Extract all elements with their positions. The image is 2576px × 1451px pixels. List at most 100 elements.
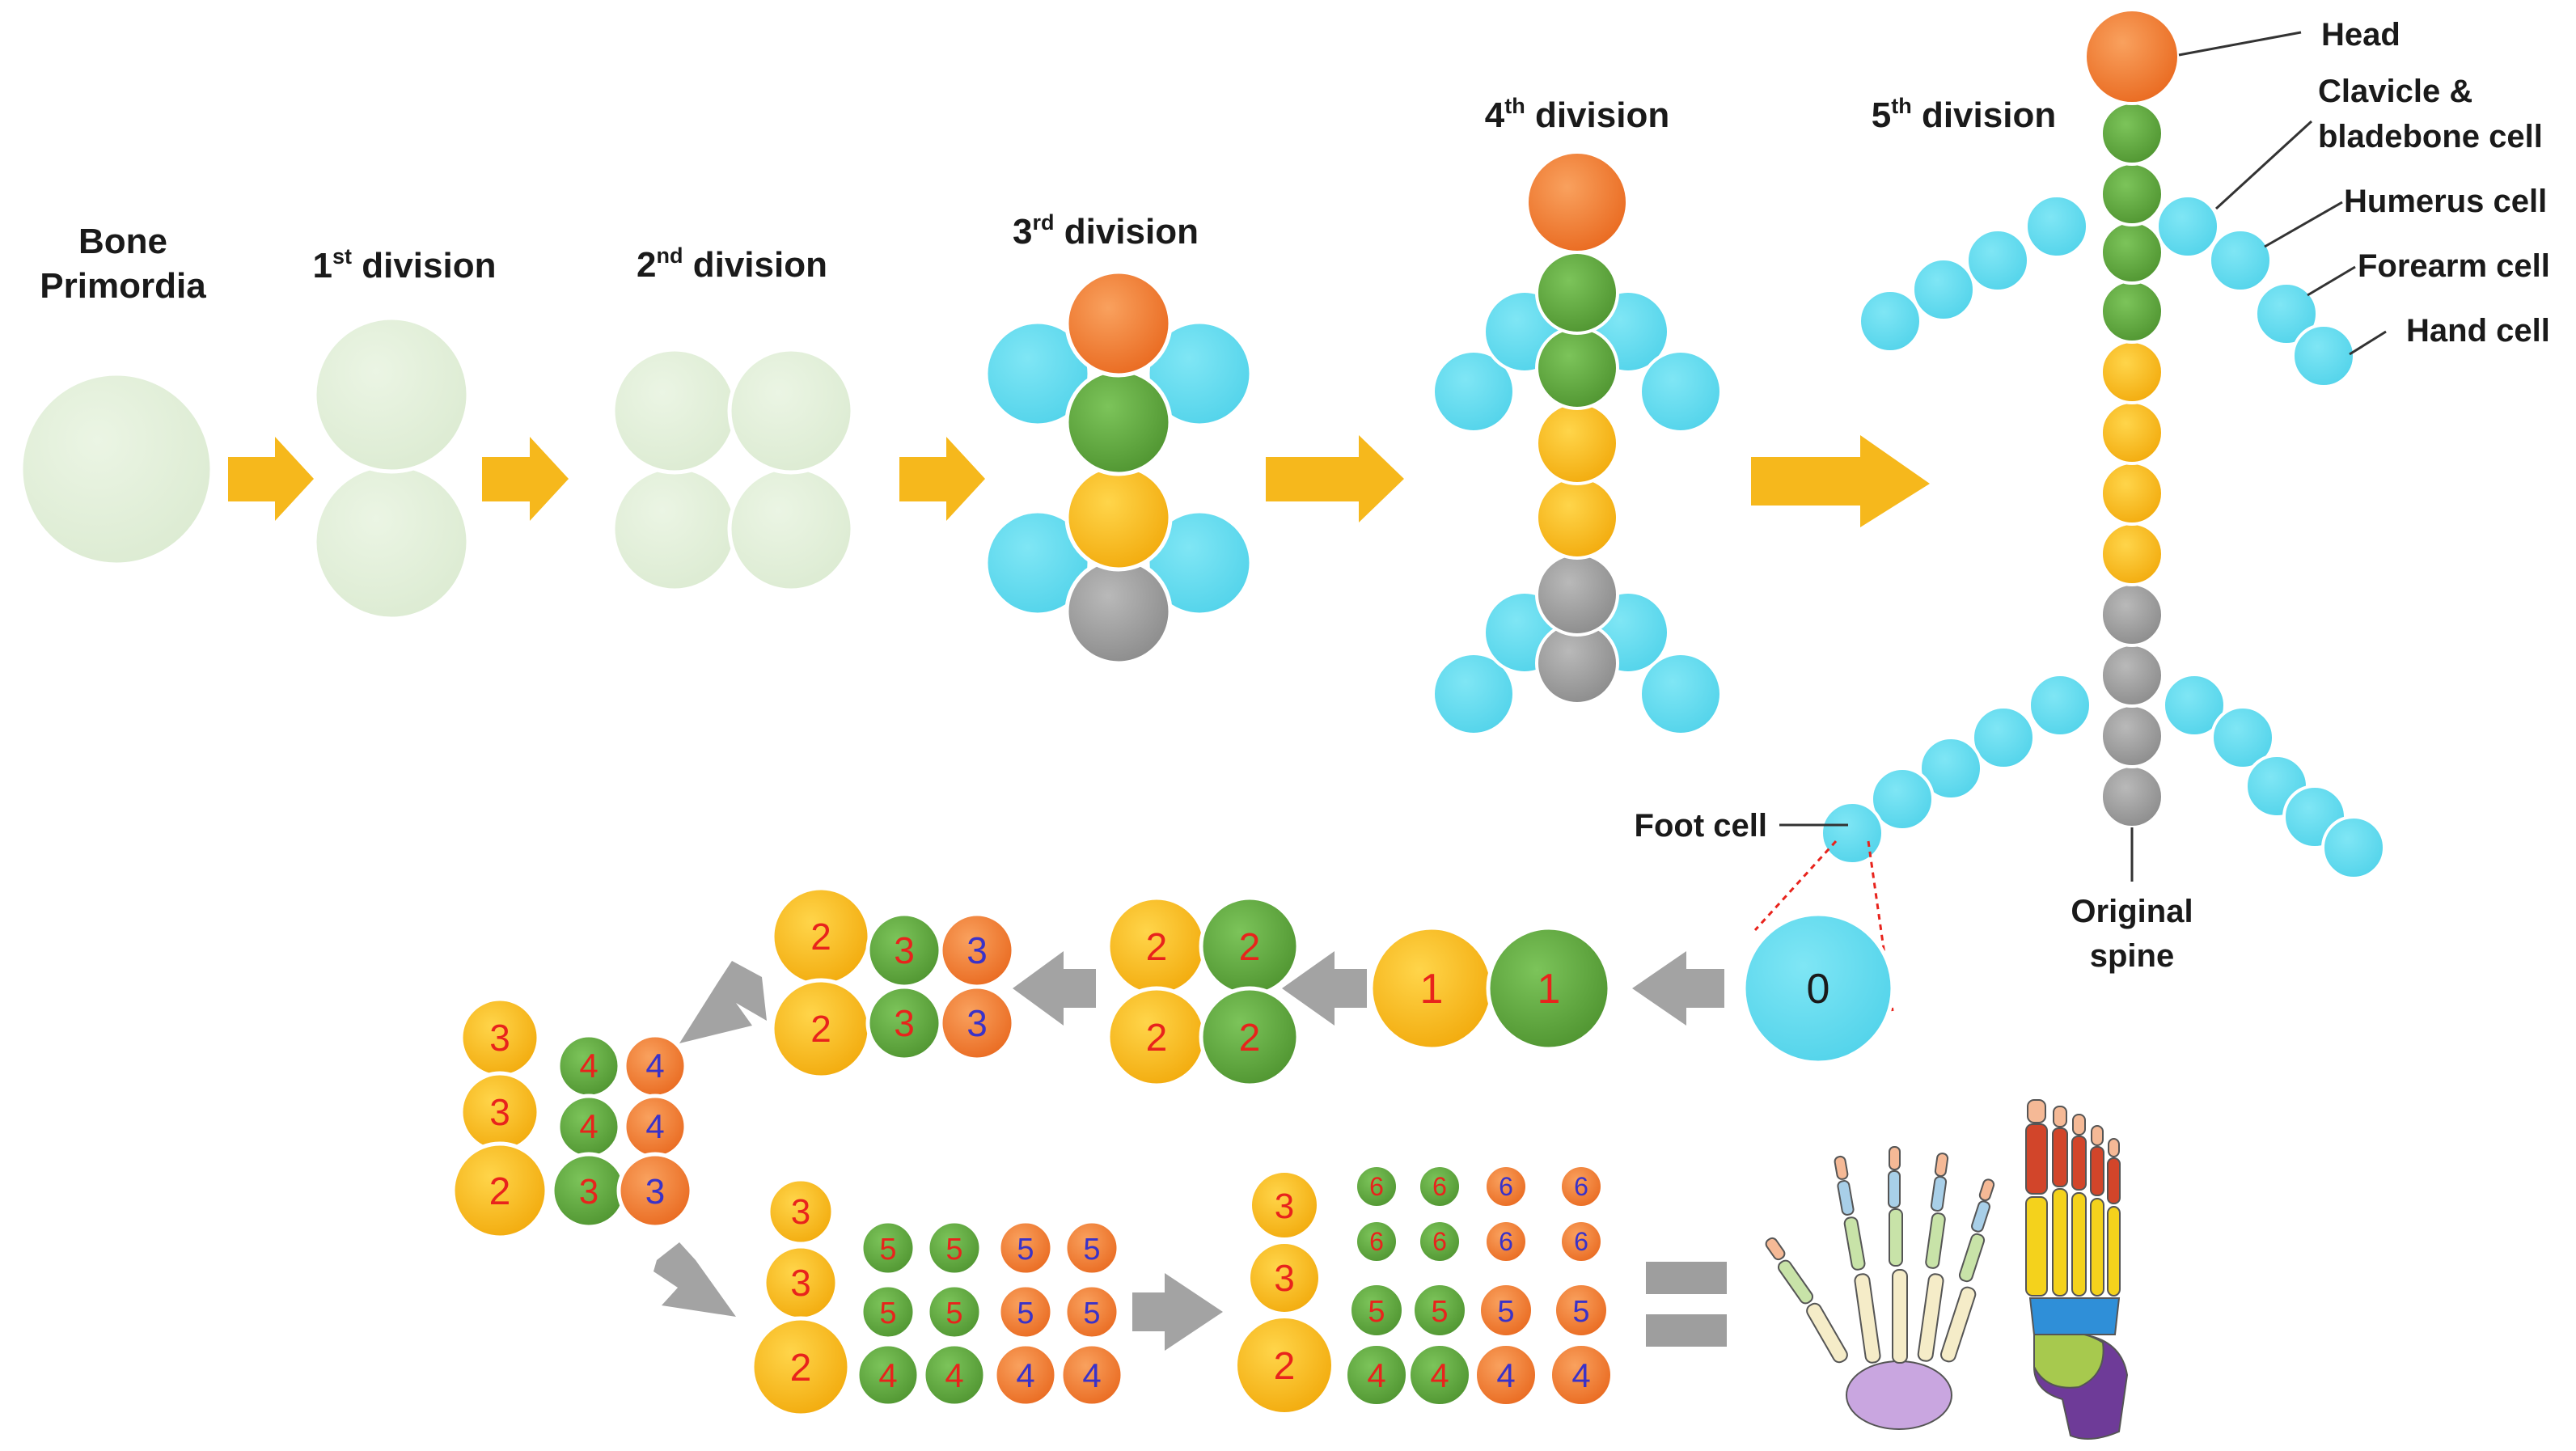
orange-cell xyxy=(1483,1219,1529,1264)
spine-label-line2: spine xyxy=(2090,938,2174,974)
cyan-cell-hand xyxy=(2291,324,2356,388)
yellow-cell xyxy=(2100,400,2164,465)
cell-number: 6 xyxy=(1574,1227,1588,1256)
orange-head-cell xyxy=(2083,8,2181,105)
cell xyxy=(611,465,738,593)
third-division-cells xyxy=(983,269,1254,666)
cell-number: 3 xyxy=(1274,1257,1295,1299)
distal-phalanges xyxy=(1765,1146,1995,1261)
equals-icon xyxy=(1646,1262,1727,1347)
orange-cell xyxy=(1063,1283,1121,1341)
arrow-left-icon xyxy=(1282,951,1367,1026)
orange-cell xyxy=(1059,1342,1125,1408)
third-division-label: 3rd division xyxy=(1013,210,1199,252)
yellow-cell xyxy=(450,1141,549,1240)
bone-primordia-label-line1: Bone xyxy=(78,222,167,261)
fifth-division-label: 5th division xyxy=(1872,94,2056,135)
cell-number: 2 xyxy=(1146,1017,1168,1060)
cell-number: 4 xyxy=(1496,1356,1515,1394)
cell-number: 1 xyxy=(1538,966,1561,1013)
cell-number: 2 xyxy=(1146,926,1168,969)
step5-numbers: 3 5 5 5 5 3 5 5 5 5 2 4 4 4 4 xyxy=(790,1192,1102,1394)
yellow-cell xyxy=(2100,522,2164,586)
arrow-right-icon xyxy=(482,437,569,521)
orange-cell xyxy=(1063,1219,1121,1277)
cell-number: 5 xyxy=(1431,1295,1448,1329)
cyan-cell xyxy=(1741,912,1895,1065)
cyan-cell-foot xyxy=(1820,801,1884,865)
forearm-label: Forearm cell xyxy=(2358,248,2550,284)
middle-phalanges xyxy=(1837,1170,1990,1233)
green-cell xyxy=(2100,162,2164,226)
green-cell xyxy=(1535,326,1619,410)
green-cell xyxy=(921,1342,988,1408)
clavicle-leader-line xyxy=(2214,120,2313,210)
yellow-cell xyxy=(1234,1315,1335,1415)
cyan-cell xyxy=(983,319,1092,428)
gray-arrows xyxy=(654,951,1724,1351)
orange-cell xyxy=(992,1342,1059,1408)
cyan-cell xyxy=(1911,257,1976,322)
orange-cell xyxy=(1559,1164,1604,1209)
step3-numbers: 2 3 3 2 3 3 xyxy=(810,916,988,1050)
second-division-cells xyxy=(611,347,855,593)
yellow-cell xyxy=(1064,463,1173,572)
cyan-cell xyxy=(1432,349,1516,434)
cell-number: 3 xyxy=(1275,1187,1294,1226)
toe-phalanges xyxy=(2025,1123,2121,1204)
cell-number: 4 xyxy=(945,1356,963,1394)
step4-numbers: 3 4 4 3 4 4 2 3 3 xyxy=(489,1017,666,1213)
cell-number: 5 xyxy=(879,1233,896,1267)
green-cell xyxy=(2100,220,2164,285)
yellow-cell xyxy=(2100,340,2164,404)
cell-number: 5 xyxy=(1572,1295,1589,1329)
cyan-cell xyxy=(2210,705,2275,770)
step6-cells xyxy=(1234,1164,1614,1415)
cell-number: 3 xyxy=(967,929,988,971)
orange-cell xyxy=(996,1283,1055,1341)
green-cell xyxy=(1354,1219,1399,1264)
orange-cell xyxy=(1474,1343,1538,1407)
cell-number: 3 xyxy=(579,1172,599,1212)
gray-cell xyxy=(2100,704,2164,768)
green-cell xyxy=(925,1219,983,1277)
cell-number: 4 xyxy=(1571,1356,1590,1394)
proximal-phalanges xyxy=(1777,1208,1986,1305)
arrow-right-icon xyxy=(899,437,985,521)
carpal-bones xyxy=(1846,1360,1952,1430)
arrow-left-icon xyxy=(1632,951,1724,1026)
cell-number: 2 xyxy=(1274,1345,1296,1388)
cell-number: 5 xyxy=(1017,1297,1034,1330)
humerus-leader-line xyxy=(2264,201,2343,248)
fourth-division-label: 4th division xyxy=(1485,94,1669,135)
cyan-cell xyxy=(1145,319,1254,428)
green-cell xyxy=(1407,1343,1472,1407)
clavicle-label-line2: bladebone cell xyxy=(2318,119,2543,154)
step2-cells xyxy=(1106,895,1301,1088)
yellow-cell xyxy=(2100,461,2164,526)
cell-number: 1 xyxy=(1420,966,1444,1013)
cyan-cell xyxy=(1145,509,1254,617)
metatarsal-bones xyxy=(2025,1188,2121,1297)
cell-number: 2 xyxy=(489,1170,511,1213)
cyan-cell xyxy=(2024,194,2089,259)
stage-label-bone-primordia: Bone Primordia xyxy=(40,222,206,306)
green-cell xyxy=(1486,925,1612,1051)
equals-bar-top xyxy=(1646,1262,1727,1294)
green-cell xyxy=(859,1283,917,1341)
cyan-cell xyxy=(1971,705,2036,770)
cell-number: 3 xyxy=(791,1192,810,1232)
cell-number: 4 xyxy=(1082,1356,1101,1394)
cell-number: 3 xyxy=(645,1172,665,1212)
cell-number: 3 xyxy=(489,1091,510,1133)
fourth-division-cells xyxy=(1432,150,1723,736)
cell xyxy=(727,347,855,475)
green-cell xyxy=(1064,368,1173,476)
fifth-division-cells xyxy=(1820,8,2386,880)
cell-number: 6 xyxy=(1432,1227,1447,1256)
orange-cell xyxy=(1483,1164,1529,1209)
green-cell xyxy=(1354,1164,1399,1209)
orange-cell xyxy=(1559,1219,1604,1264)
equals-bar-bottom xyxy=(1646,1314,1727,1347)
